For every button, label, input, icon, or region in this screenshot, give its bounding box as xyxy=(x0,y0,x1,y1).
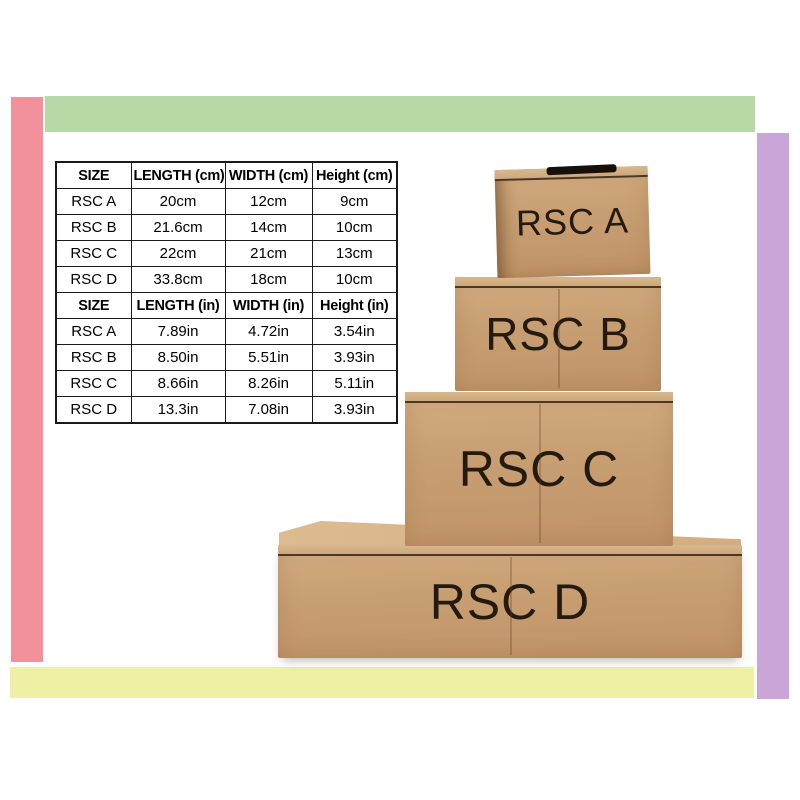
table-cell: RSC A xyxy=(55,188,132,215)
table-row: RSC D 33.8cm 18cm 10cm xyxy=(55,266,398,293)
table-cell: RSC C xyxy=(55,370,132,397)
table-cell: 7.08in xyxy=(224,396,313,424)
box-rsc-b: RSC B xyxy=(455,277,661,391)
table-cell: 4.72in xyxy=(224,318,313,345)
box-label: RSC B xyxy=(485,308,631,360)
table-row: RSC D 13.3in 7.08in 3.93in xyxy=(55,396,398,424)
table-cell: 8.26in xyxy=(224,370,313,397)
table-row: RSC C 8.66in 8.26in 5.11in xyxy=(55,370,398,397)
column-header: Height (cm) xyxy=(311,161,398,189)
table-cell: 18cm xyxy=(224,266,313,293)
table-cell: 7.89in xyxy=(130,318,226,345)
column-header: LENGTH (cm) xyxy=(130,161,226,189)
column-header: SIZE xyxy=(55,292,132,319)
table-row: RSC B 21.6cm 14cm 10cm xyxy=(55,214,398,241)
column-header: LENGTH (in) xyxy=(130,292,226,319)
box-label: RSC A xyxy=(515,199,630,244)
table-cell: 10cm xyxy=(311,214,398,241)
table-row: RSC A 20cm 12cm 9cm xyxy=(55,188,398,215)
table-cell: RSC C xyxy=(55,240,132,267)
table-cell: 21.6cm xyxy=(130,214,226,241)
frame-top-bar xyxy=(45,96,755,132)
table-cell: RSC D xyxy=(55,396,132,424)
table-cell: 13cm xyxy=(311,240,398,267)
frame-right-bar xyxy=(757,133,789,699)
brand-logo: KODa xyxy=(620,95,800,265)
table-cell: 5.11in xyxy=(311,370,398,397)
table-cell: 12cm xyxy=(224,188,313,215)
table-cell: 3.93in xyxy=(311,396,398,424)
table-cell: 13.3in xyxy=(130,396,226,424)
table-cell: 14cm xyxy=(224,214,313,241)
column-header: Height (in) xyxy=(311,292,398,319)
table-cell: 8.66in xyxy=(130,370,226,397)
table-row: RSC A 7.89in 4.72in 3.54in xyxy=(55,318,398,345)
table-cell: RSC D xyxy=(55,266,132,293)
table-cell: RSC B xyxy=(55,344,132,371)
column-header: WIDTH (in) xyxy=(224,292,313,319)
table-cell: 5.51in xyxy=(224,344,313,371)
column-header: SIZE xyxy=(55,161,132,189)
box-label: RSC D xyxy=(429,573,591,630)
box-opening-shadow xyxy=(546,164,618,176)
table-row: RSC C 22cm 21cm 13cm xyxy=(55,240,398,267)
table-cell: 33.8cm xyxy=(130,266,226,293)
column-header: WIDTH (cm) xyxy=(224,161,313,189)
table-row: RSC B 8.50in 5.51in 3.93in xyxy=(55,344,398,371)
table-cell: 8.50in xyxy=(130,344,226,371)
table-cell: 3.93in xyxy=(311,344,398,371)
box-label: RSC C xyxy=(458,441,620,497)
table-header-row: SIZE LENGTH (in) WIDTH (in) Height (in) xyxy=(55,292,398,319)
table-cell: 9cm xyxy=(311,188,398,215)
table-cell: 21cm xyxy=(224,240,313,267)
frame-bottom-bar xyxy=(10,667,754,698)
table-cell: RSC B xyxy=(55,214,132,241)
table-cell: 3.54in xyxy=(311,318,398,345)
table-cell: 20cm xyxy=(130,188,226,215)
table-cell: 22cm xyxy=(130,240,226,267)
box-rsc-c: RSC C xyxy=(405,392,673,546)
size-table: SIZE LENGTH (cm) WIDTH (cm) Height (cm) … xyxy=(55,161,398,424)
table-header-row: SIZE LENGTH (cm) WIDTH (cm) Height (cm) xyxy=(55,161,398,189)
box-rsc-d: RSC D xyxy=(278,545,742,658)
table-cell: 10cm xyxy=(311,266,398,293)
frame-left-bar xyxy=(11,97,43,662)
table-cell: RSC A xyxy=(55,318,132,345)
